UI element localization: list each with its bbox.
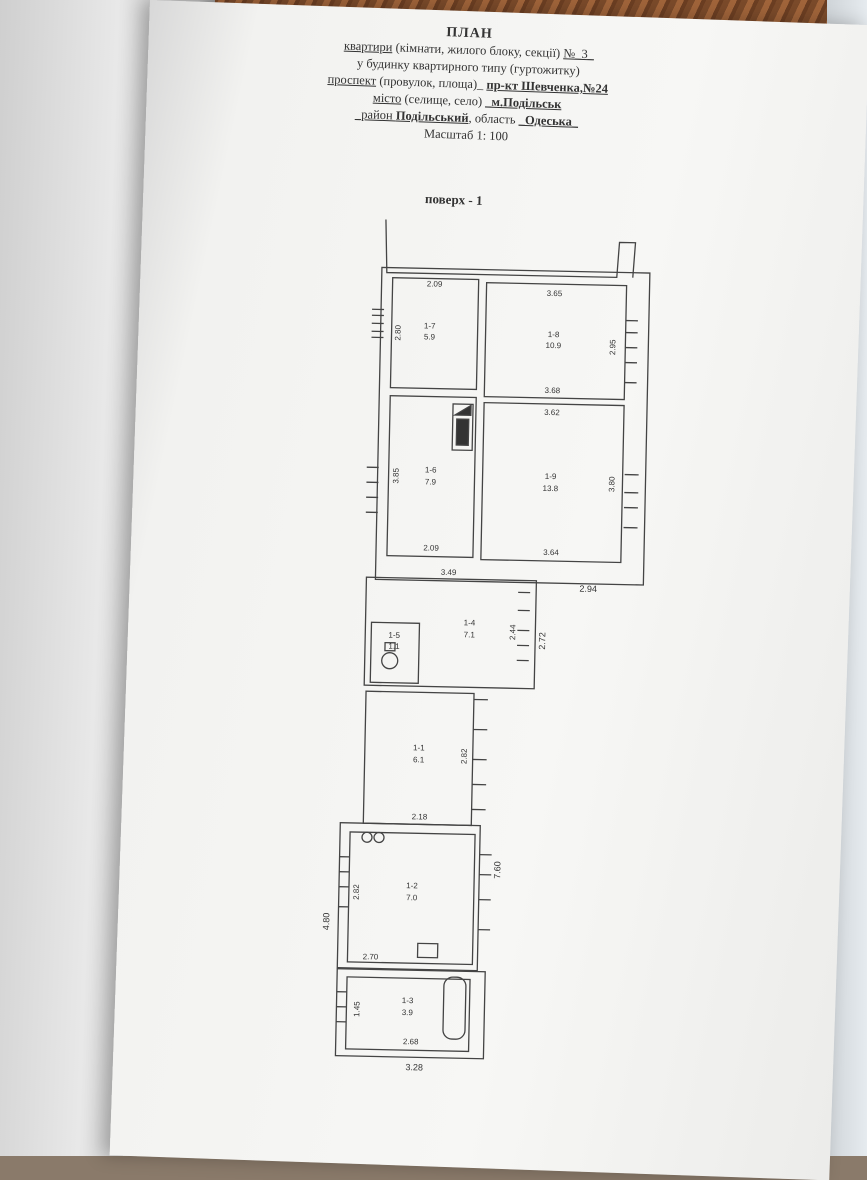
upper-block-outline bbox=[374, 266, 651, 586]
room-1-2-area: 7.0 bbox=[406, 893, 418, 902]
toilet-symbol bbox=[381, 652, 399, 670]
room-1-3-area: 3.9 bbox=[402, 1008, 414, 1017]
dim-r19-side: 3.80 bbox=[607, 476, 616, 492]
room-1-1-area: 6.1 bbox=[413, 755, 425, 764]
dim-r12-bottom: 2.70 bbox=[363, 952, 379, 961]
dim-r19-top: 3.62 bbox=[544, 408, 560, 417]
room-1-3-id: 1-3 bbox=[402, 996, 414, 1005]
room-1-9-area: 13.8 bbox=[542, 484, 558, 493]
room-1-2-inner bbox=[346, 831, 476, 966]
dim-294: 2.94 bbox=[579, 584, 597, 594]
room-1-4-area: 7.1 bbox=[464, 630, 476, 639]
burner-2 bbox=[373, 831, 385, 844]
window-17 bbox=[371, 308, 385, 339]
dim-r11-bottom: 2.18 bbox=[412, 812, 428, 821]
room-1-5-outline bbox=[369, 621, 421, 684]
balcony-outline bbox=[385, 219, 637, 279]
room-1-9-outline bbox=[480, 401, 625, 564]
dim-r18-bottom: 3.68 bbox=[545, 386, 561, 395]
window-11 bbox=[471, 698, 488, 811]
dim-760: 7.60 bbox=[492, 861, 502, 879]
room-1-6-id: 1-6 bbox=[425, 465, 437, 474]
room-1-5-area: 1.1 bbox=[388, 642, 400, 651]
toilet-tank bbox=[384, 641, 396, 652]
dim-328: 3.28 bbox=[405, 1062, 423, 1072]
dim-r18-side: 2.95 bbox=[608, 339, 617, 355]
stove-fill bbox=[455, 418, 470, 446]
dim-r16-bottom: 2.09 bbox=[423, 543, 439, 552]
dim-r14-side: 2.44 bbox=[508, 624, 517, 640]
dim-r19-bottom: 3.64 bbox=[543, 548, 559, 557]
dim-r17-top: 2.09 bbox=[427, 279, 443, 288]
room-1-2-outline bbox=[336, 822, 481, 972]
window-16 bbox=[365, 466, 379, 514]
room-1-2-id: 1-2 bbox=[406, 881, 418, 890]
dim-r13-bottom: 2.68 bbox=[403, 1037, 419, 1046]
dim-r18-top: 3.65 bbox=[547, 289, 563, 298]
room-1-3-inner bbox=[344, 976, 471, 1053]
dim-r14-outer: 2.72 bbox=[537, 632, 547, 650]
room-1-3-outline bbox=[334, 968, 486, 1060]
burner-1 bbox=[361, 831, 373, 843]
window-19 bbox=[623, 473, 639, 529]
dim-r13-side: 1.45 bbox=[352, 1001, 361, 1017]
dim-480: 4.80 bbox=[321, 913, 331, 931]
room-1-7-outline bbox=[389, 277, 480, 391]
dim-r12-side: 2.82 bbox=[352, 884, 361, 900]
window-14 bbox=[516, 591, 531, 662]
room-1-8-area: 10.9 bbox=[545, 341, 561, 350]
window-18 bbox=[624, 319, 638, 384]
dim-r17-side: 2.80 bbox=[393, 324, 402, 340]
room-1-4-id: 1-4 bbox=[464, 618, 476, 627]
room-1-6-outline bbox=[386, 394, 477, 559]
corridor-block-outline bbox=[363, 576, 538, 690]
window-12b bbox=[478, 853, 492, 931]
room-1-1-id: 1-1 bbox=[413, 743, 425, 752]
room-1-8-outline bbox=[483, 281, 628, 401]
stove-flue bbox=[452, 404, 472, 417]
room-1-9-id: 1-9 bbox=[545, 472, 557, 481]
stove-outline bbox=[451, 403, 474, 452]
sink-symbol bbox=[416, 942, 439, 959]
room-1-5-id: 1-5 bbox=[388, 631, 400, 640]
room-1-7-area: 5.9 bbox=[424, 332, 436, 341]
floor-plan: 1-7 5.9 1-8 10.9 1-6 7.9 1-9 13.8 1-4 7.… bbox=[321, 219, 651, 1072]
dim-corridor-top: 3.49 bbox=[441, 568, 457, 577]
dim-r11-side: 2.82 bbox=[460, 748, 469, 764]
window-12 bbox=[338, 856, 350, 908]
room-1-8-id: 1-8 bbox=[548, 330, 560, 339]
room-1-6-area: 7.9 bbox=[425, 477, 437, 486]
bathtub-symbol bbox=[442, 976, 467, 1040]
window-13 bbox=[336, 991, 347, 1023]
dim-r16-side: 3.85 bbox=[391, 467, 400, 483]
room-1-7-id: 1-7 bbox=[424, 321, 436, 330]
